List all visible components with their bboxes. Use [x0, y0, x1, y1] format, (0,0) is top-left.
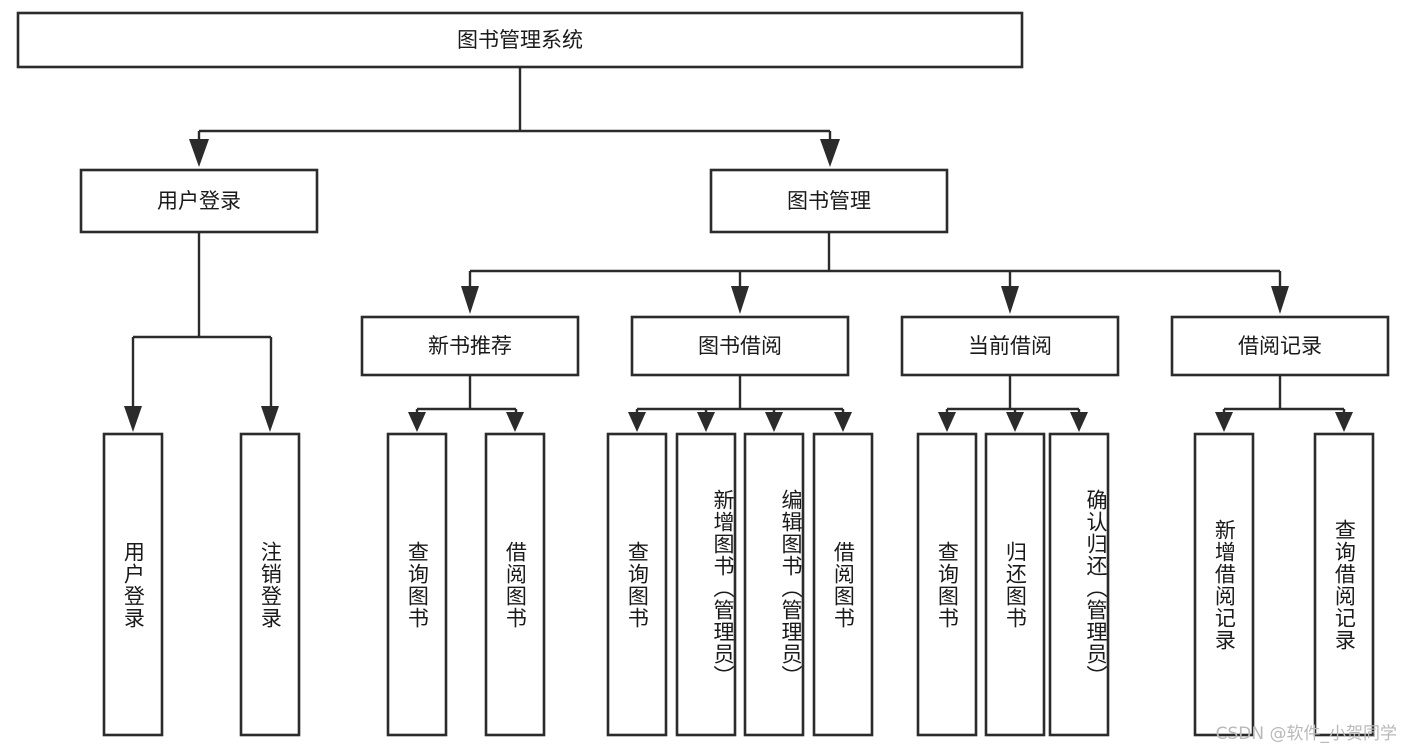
arrow-head-leaf-add-borrow-record: [1215, 412, 1233, 432]
arrow-head-leaf-edit-book: [765, 412, 783, 432]
node-leaf-borrow-book-box[interactable]: [812, 432, 874, 737]
node-root-box[interactable]: [16, 11, 1024, 69]
leaf-box-layer: [102, 432, 1375, 737]
node-book-borrow[interactable]: 图书借阅: [630, 315, 850, 377]
node-leaf-user-login-box[interactable]: [102, 432, 164, 737]
node-current-borrow-label: 当前借阅: [968, 334, 1052, 358]
node-borrow-record[interactable]: 借阅记录: [1170, 315, 1390, 377]
node-current-borrow[interactable]: 当前借阅: [900, 315, 1120, 377]
csdn-watermark: CSDN @软件_小贺同学: [1215, 724, 1397, 744]
node-leaf-query-book-borrow-box[interactable]: [606, 432, 668, 737]
node-leaf-logout-box[interactable]: [239, 432, 301, 737]
node-leaf-borrow-book-recommend-box[interactable]: [484, 432, 546, 737]
node-leaf-query-book-recommend-box[interactable]: [386, 432, 448, 737]
arrow-head-current-borrow: [1001, 286, 1019, 314]
node-leaf-confirm-return-box[interactable]: [1048, 432, 1110, 737]
node-leaf-add-borrow-record-box[interactable]: [1193, 432, 1255, 737]
arrow-head-leaf-logout: [261, 406, 279, 432]
node-book-borrow-box[interactable]: [630, 315, 850, 377]
arrow-head-user-login: [189, 139, 209, 167]
arrow-head-leaf-query-book-borrow: [628, 412, 646, 432]
arrow-head-borrow-record: [1271, 286, 1289, 314]
arrow-head-leaf-borrow-book: [834, 412, 852, 432]
node-book-management-label: 图书管理: [787, 189, 871, 213]
node-root[interactable]: 图书管理系统: [16, 11, 1024, 69]
node-new-book-recommend-label: 新书推荐: [428, 334, 512, 358]
node-user-login[interactable]: 用户登录: [79, 168, 319, 234]
node-borrow-record-label: 借阅记录: [1238, 334, 1322, 358]
node-book-management[interactable]: 图书管理: [709, 168, 949, 234]
node-current-borrow-box[interactable]: [900, 315, 1120, 377]
arrow-head-leaf-add-book: [697, 412, 715, 432]
arrow-head-leaf-query-borrow-record: [1335, 412, 1353, 432]
node-leaf-add-book-box[interactable]: [675, 432, 737, 737]
arrow-head-book-management: [820, 139, 840, 167]
arrow-head-leaf-return-book: [1006, 412, 1024, 432]
arrow-head-leaf-confirm-return: [1070, 412, 1088, 432]
arrow-head-leaf-query-book-recommend: [408, 412, 426, 432]
node-book-borrow-label: 图书借阅: [698, 334, 782, 358]
node-leaf-return-book-box[interactable]: [984, 432, 1046, 737]
connector-layer: [124, 67, 1353, 432]
node-new-book-recommend[interactable]: 新书推荐: [360, 315, 580, 377]
arrow-head-leaf-query-book-current: [938, 412, 956, 432]
node-leaf-query-borrow-record-box[interactable]: [1313, 432, 1375, 737]
node-new-book-recommend-box[interactable]: [360, 315, 580, 377]
arrow-head-leaf-user-login: [124, 406, 142, 432]
node-borrow-record-box[interactable]: [1170, 315, 1390, 377]
node-book-management-box[interactable]: [709, 168, 949, 234]
node-leaf-query-book-current-box[interactable]: [916, 432, 978, 737]
node-user-login-label: 用户登录: [157, 189, 241, 213]
arrow-head-book-borrow: [731, 286, 749, 314]
arrow-head-new-book-recommend: [461, 286, 479, 314]
arrow-head-leaf-borrow-book-recommend: [506, 412, 524, 432]
node-root-label: 图书管理系统: [457, 28, 583, 52]
node-leaf-edit-book-box[interactable]: [743, 432, 805, 737]
node-user-login-box[interactable]: [79, 168, 319, 234]
